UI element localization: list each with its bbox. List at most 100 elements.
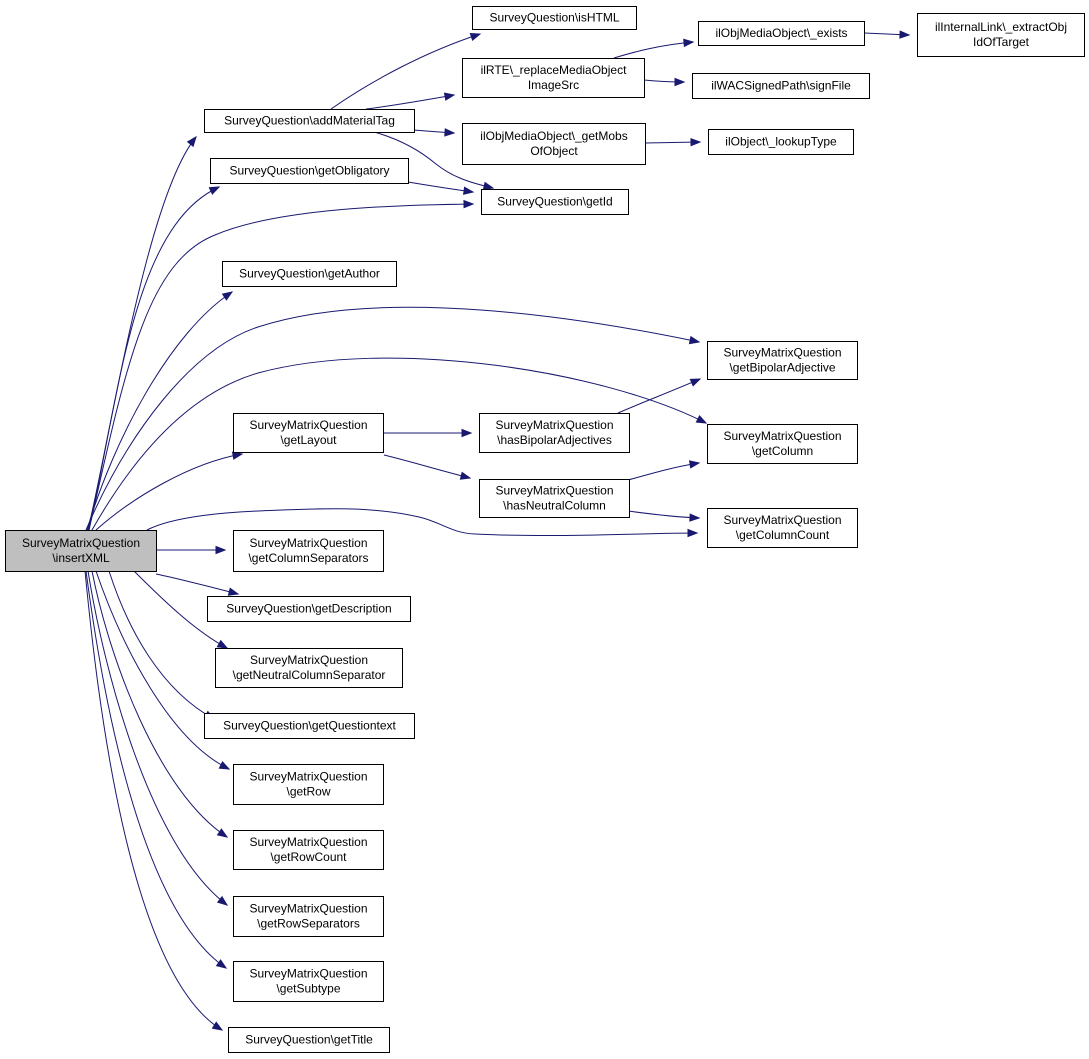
graph-node[interactable]: SurveyQuestion\getObligatory [210, 158, 409, 184]
node-box [233, 896, 384, 937]
graph-node[interactable]: SurveyMatrixQuestion\hasBipolarAdjective… [479, 413, 630, 453]
graph-node[interactable]: ilObjMediaObject\_exists [698, 21, 865, 46]
node-label-line: SurveyMatrixQuestion [249, 902, 367, 916]
edge-n0-n24 [87, 570, 229, 906]
node-box [233, 764, 384, 805]
graph-node[interactable]: SurveyQuestion\getId [481, 189, 629, 215]
graph-node[interactable]: ilObject\_lookupType [708, 129, 854, 155]
node-box [462, 123, 646, 165]
edge-n0-n17 [146, 508, 699, 538]
node-label-line: SurveyMatrixQuestion [22, 536, 140, 550]
node-box [472, 6, 637, 30]
edge-line [365, 94, 455, 110]
edge-line [86, 291, 233, 531]
edge-n0-n10 [88, 199, 475, 531]
node-label-line: SurveyQuestion\getDescription [226, 602, 391, 616]
node-label-line: \getRowCount [270, 850, 347, 864]
edge-line [613, 41, 694, 59]
edge-arrowhead [211, 1021, 224, 1031]
graph-node[interactable]: SurveyMatrixQuestion\getColumnCount [707, 508, 858, 548]
node-label-line: SurveyMatrixQuestion [249, 418, 367, 432]
graph-node[interactable]: SurveyMatrixQuestion\getNeutralColumnSep… [215, 648, 403, 688]
edge-n0-n13 [95, 451, 244, 531]
edge-n1-n7 [413, 128, 456, 137]
edge-n13-n14 [384, 428, 473, 438]
edge-n1-n10 [373, 131, 495, 190]
graph-node[interactable]: SurveyMatrixQuestion\getColumnSeparators [233, 530, 384, 572]
graph-node[interactable]: SurveyMatrixQuestion\getRowSeparators [233, 896, 384, 937]
edge-arrowhead [215, 959, 228, 969]
graph-node[interactable]: SurveyMatrixQuestion\getRow [233, 764, 384, 805]
graph-node[interactable]: SurveyMatrixQuestion\getColumn [707, 424, 858, 464]
node-box [210, 158, 409, 184]
graph-node[interactable]: SurveyQuestion\getAuthor [222, 261, 397, 287]
graph-node[interactable]: SurveyMatrixQuestion\getBipolarAdjective [707, 341, 858, 380]
node-label-line: SurveyMatrixQuestion [249, 835, 367, 849]
edge-line [91, 357, 707, 531]
edge-n3-n6 [643, 77, 686, 87]
edge-arrowhead [221, 291, 234, 301]
graph-node[interactable]: SurveyQuestion\getDescription [207, 596, 411, 622]
node-label-line: IdOfTarget [973, 35, 1030, 49]
edge-line [88, 203, 474, 531]
graph-node[interactable]: SurveyQuestion\addMaterialTag [204, 109, 415, 133]
node-box [233, 961, 384, 1002]
node-box [479, 479, 630, 518]
edge-n1-n3 [365, 92, 456, 110]
graph-node[interactable]: SurveyMatrixQuestion\hasNeutralColumn [479, 479, 630, 518]
edge-n0-n9 [88, 186, 221, 531]
graph-node[interactable]: SurveyMatrixQuestion\getRowCount [233, 830, 384, 870]
node-label-line: \getBipolarAdjective [729, 361, 835, 375]
graph-node[interactable]: SurveyMatrixQuestion\getLayout [233, 413, 384, 453]
node-box [5, 530, 157, 572]
edge-line [95, 570, 230, 770]
edge-arrowhead [461, 428, 473, 438]
edge-arrowhead [218, 760, 231, 770]
graph-node[interactable]: SurveyQuestion\isHTML [472, 6, 637, 30]
edge-arrowhead [463, 186, 475, 195]
edge-arrowhead [687, 528, 699, 538]
edge-arrowhead [215, 545, 227, 555]
node-label-line: \getSubtype [276, 982, 340, 996]
graph-node[interactable]: SurveyQuestion\getTitle [228, 1027, 390, 1053]
node-label-line: SurveyQuestion\getId [497, 195, 612, 209]
node-box [204, 109, 415, 133]
node-box [207, 596, 411, 622]
edge-arrowhead [689, 378, 702, 387]
edge-arrowhead [695, 414, 708, 424]
edge-line [85, 306, 700, 531]
edge-arrowhead [482, 181, 495, 190]
node-label-line: SurveyMatrixQuestion [250, 653, 368, 667]
node-box [481, 189, 629, 215]
node-box [204, 713, 415, 739]
node-box [707, 424, 858, 464]
graph-node[interactable]: SurveyQuestion\getQuestiontext [204, 713, 415, 739]
graph-node[interactable]: SurveyMatrixQuestion\getSubtype [233, 961, 384, 1002]
edge-n0-n26 [84, 570, 224, 1031]
node-label-line: \getNeutralColumnSeparator [233, 668, 386, 682]
edge-line [84, 570, 223, 1031]
edge-n16-n17 [627, 510, 701, 522]
edge-line [146, 508, 698, 537]
edge-n0-n1 [87, 135, 197, 531]
node-label-line: ilObject\_lookupType [725, 135, 837, 149]
edge-arrowhead [208, 186, 221, 195]
node-box [479, 413, 630, 453]
node-label-line: SurveyQuestion\getQuestiontext [223, 719, 396, 733]
node-box [233, 830, 384, 870]
node-label-line: SurveyMatrixQuestion [495, 484, 613, 498]
edge-arrowhead [690, 137, 702, 147]
edge-n0-n12 [85, 306, 701, 531]
edge-line [627, 510, 700, 519]
edge-n14-n12 [617, 378, 702, 414]
edge-line [87, 136, 197, 531]
edge-line [85, 570, 227, 969]
graph-node[interactable]: ilWACSignedPath\signFile [692, 73, 870, 99]
node-label-line: \getColumnCount [736, 528, 830, 542]
node-label-line: OfObject [530, 144, 578, 158]
edges-layer [84, 30, 911, 1031]
